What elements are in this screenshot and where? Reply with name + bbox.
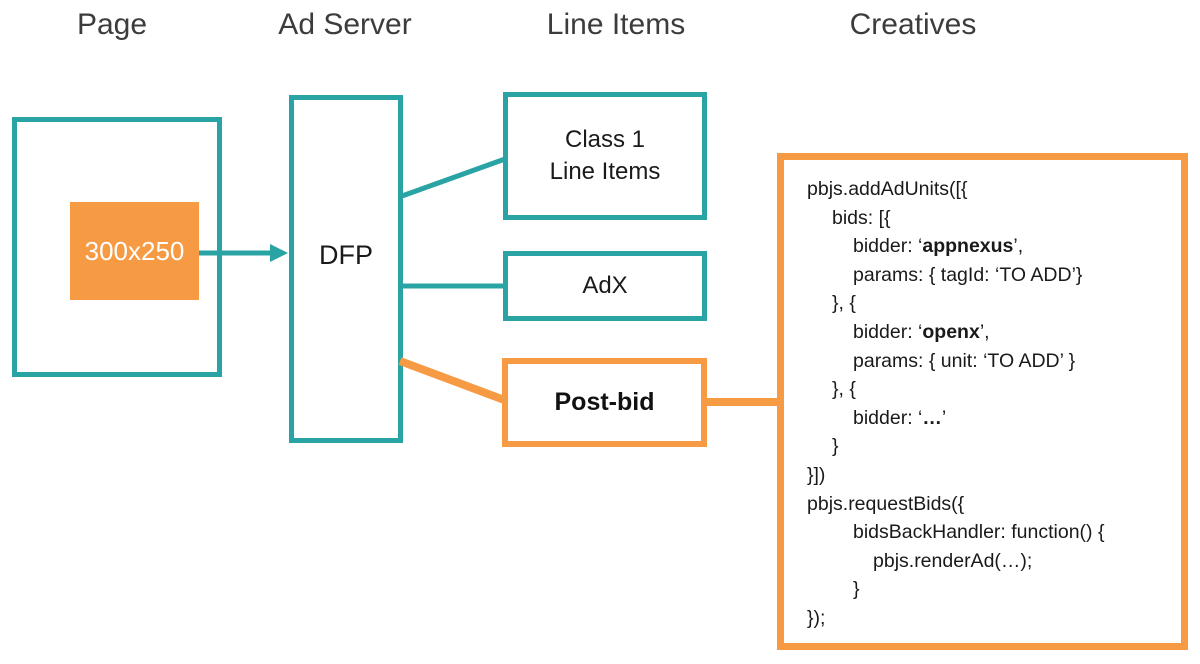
column-header-line-items: Line Items — [546, 8, 686, 41]
code-line: } — [853, 578, 860, 601]
code-line: bidder: ‘appnexus’, — [853, 235, 1024, 258]
adx-box: AdX — [503, 251, 707, 321]
code-line: } — [832, 435, 839, 458]
class1-line-items-box: Class 1 Line Items — [503, 92, 707, 220]
adx-label: AdX — [582, 272, 628, 299]
code-line: }]) — [807, 463, 826, 486]
code-line: pbjs.renderAd(…); — [873, 549, 1033, 572]
column-header-ad-server: Ad Server — [278, 8, 412, 41]
column-header-page: Page — [76, 8, 148, 41]
code-line: bidder: ‘…’ — [853, 406, 947, 429]
creatives-code-box: pbjs.addAdUnits([{ bids: [{ bidder: ‘appne… — [777, 153, 1188, 650]
dfp-label: DFP — [319, 240, 373, 270]
postbid-box: Post-bid — [502, 358, 707, 447]
postbid-label: Post-bid — [554, 388, 655, 416]
code-line: bids: [{ — [832, 206, 891, 229]
code-block: pbjs.addAdUnits([{ bids: [{ bidder: ‘appne… — [807, 175, 1171, 633]
code-line: }, { — [832, 292, 856, 315]
ad-slot-300x250: 300x250 — [70, 202, 199, 300]
connector-dfp-class1 — [401, 156, 506, 199]
code-line: bidsBackHandler: function() { — [853, 521, 1105, 544]
code-line: }, { — [832, 378, 856, 401]
class1-line-items-label: Class 1 Line Items — [549, 126, 661, 185]
code-line: params: { unit: ‘TO ADD’ } — [853, 349, 1076, 372]
connector-dfp-postbid — [398, 357, 509, 405]
code-line: pbjs.addAdUnits([{ — [807, 178, 968, 200]
dfp-box: DFP — [289, 95, 403, 443]
code-line: bidder: ‘openx’, — [853, 320, 990, 343]
code-line: }); — [807, 606, 826, 629]
code-line: params: { tagId: ‘TO ADD’} — [853, 263, 1083, 286]
ad-slot-label: 300x250 — [84, 235, 185, 266]
code-line: pbjs.requestBids({ — [807, 492, 965, 515]
column-header-creatives: Creatives — [849, 8, 977, 41]
